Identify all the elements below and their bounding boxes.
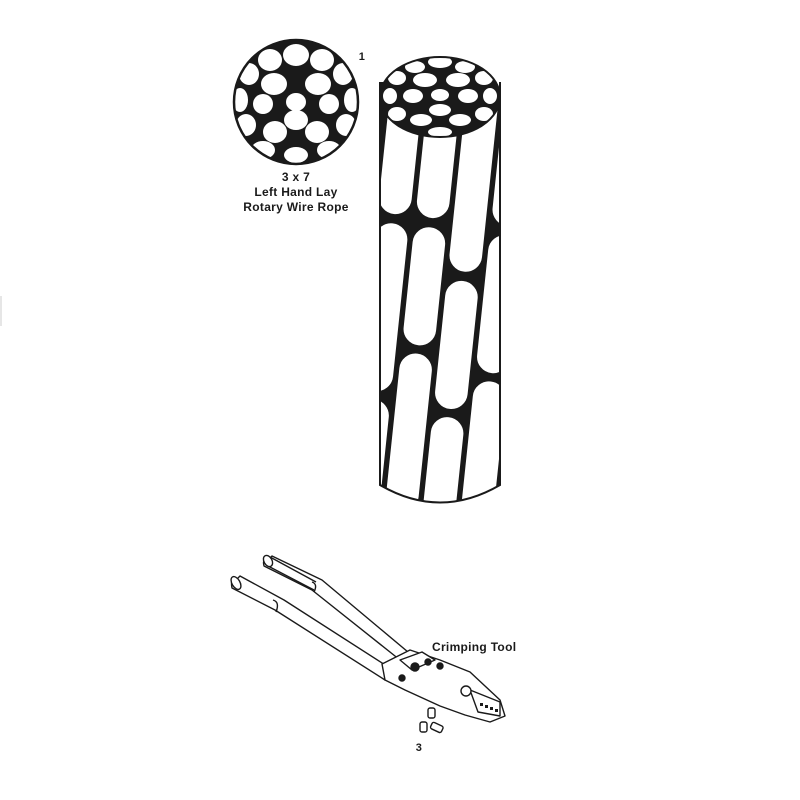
cross-section-callout-number: 1 xyxy=(358,51,366,63)
page-edge-mark xyxy=(0,296,2,326)
caption-rope-construction: 3 x 7 xyxy=(281,170,311,184)
rope-cross-section xyxy=(232,38,360,166)
caption-lay-direction: Left Hand Lay xyxy=(254,185,338,199)
crimping-tool-drawing xyxy=(230,554,506,734)
crimping-tool-label: Crimping Tool xyxy=(432,640,517,654)
cross-section-caption: 3 x 7 Left Hand Lay Rotary Wire Rope xyxy=(226,170,366,215)
sleeves-callout-number: 3 xyxy=(415,742,423,754)
caption-rope-type: Rotary Wire Rope xyxy=(243,200,349,214)
rope-segment xyxy=(379,56,501,504)
